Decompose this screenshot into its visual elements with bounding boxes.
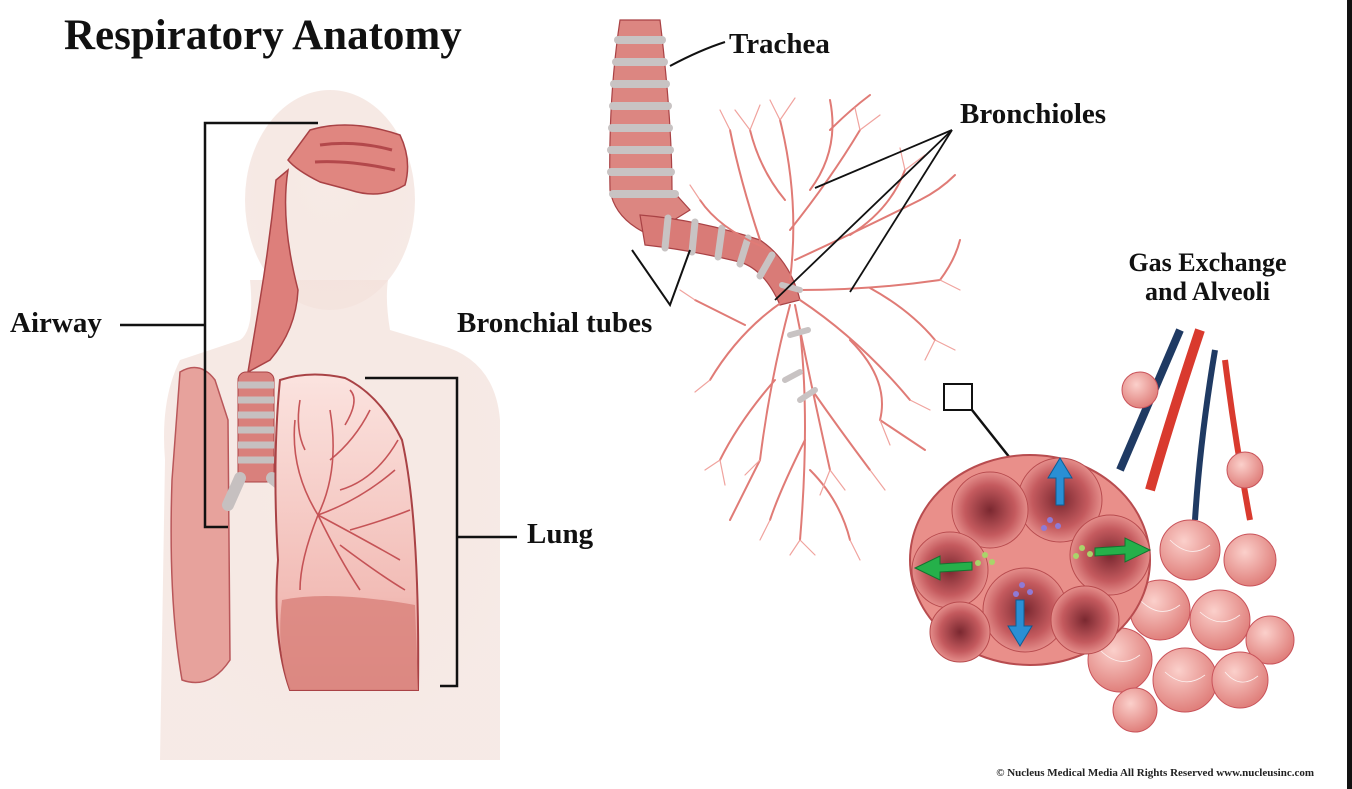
label-bronchioles: Bronchioles <box>960 100 1106 129</box>
right-lung <box>171 368 230 683</box>
label-gas-exchange: Gas Exchange and Alveoli <box>1105 248 1310 306</box>
label-bronchial-tubes: Bronchial tubes <box>457 309 652 338</box>
copyright-credit: © Nucleus Medical Media All Rights Reser… <box>996 767 1314 779</box>
alveoli-cluster <box>910 330 1294 732</box>
bronchial-tubes-leaders <box>632 250 690 305</box>
magnify-box <box>944 384 972 410</box>
magnify-leader <box>972 410 1010 458</box>
label-gas-exchange-text: Gas Exchange and Alveoli <box>1105 248 1310 306</box>
label-lung: Lung <box>527 520 593 549</box>
label-airway: Airway <box>10 309 102 338</box>
right-edge-rule <box>1347 0 1352 789</box>
page-title: Respiratory Anatomy <box>64 14 462 57</box>
trachea-leader <box>670 42 725 66</box>
label-trachea: Trachea <box>729 30 830 59</box>
